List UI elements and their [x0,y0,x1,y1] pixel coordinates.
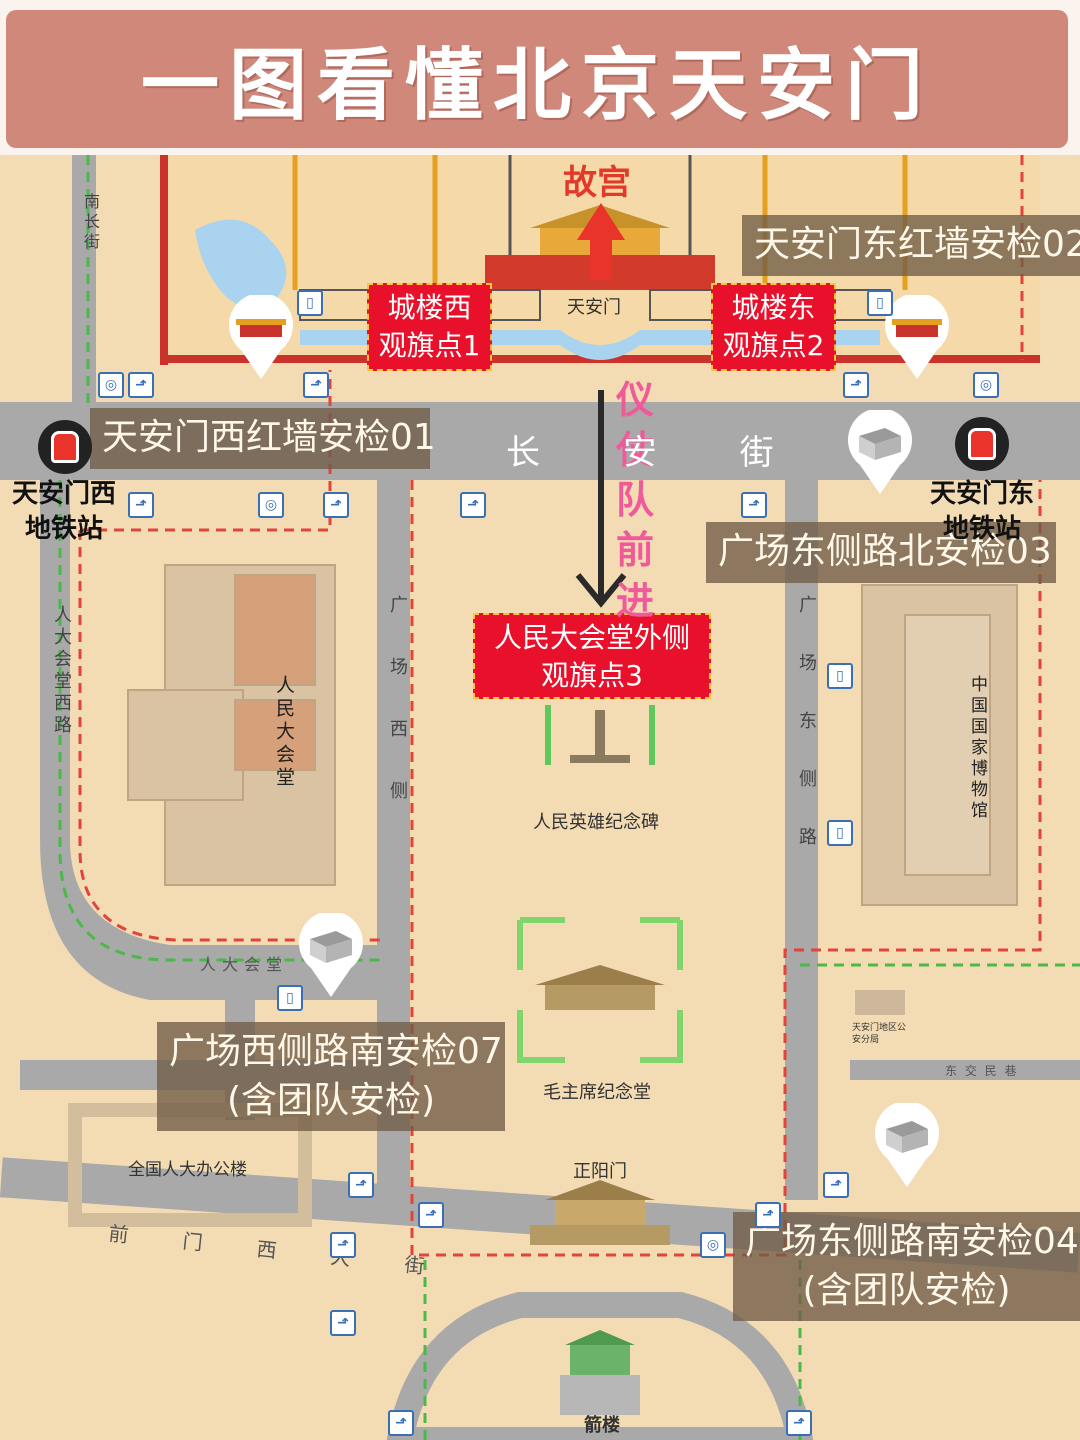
great-hall-label: 人民大会堂 [273,675,295,790]
subway-east-line1: 天安门东 [929,479,1034,509]
dongjiaomin-label: 东 交 民 巷 [945,1064,1019,1078]
viewpoint-3[interactable]: 人民大会堂外侧 观旗点3 [473,613,711,699]
checkpoint-04[interactable]: 广场东侧路南安检04 (含团队安检) [733,1212,1080,1322]
bus-icon[interactable]: ◎ [973,372,999,398]
viewpoint-2[interactable]: 城楼东 观旗点2 [711,283,836,371]
subway-west-line2: 地铁站 [24,514,103,545]
wc-icon[interactable]: ▯ [297,290,323,316]
escalator-icon[interactable]: ⬏ [843,372,869,398]
dahuitang-road-label: 人大会堂 [200,955,289,974]
dahuitang-west-label: 人大会堂西路 [51,605,72,737]
subway-west-label: 天安门西 地铁站 [4,477,124,547]
viewpoint-1-line2: 观旗点1 [378,328,481,362]
march-label: 仪仗队前进 [616,378,655,623]
tiananmen-label: 天安门 [567,297,621,318]
escalator-icon[interactable]: ⬏ [348,1172,374,1198]
subway-icon[interactable] [955,417,1009,471]
wc-icon[interactable]: ▯ [867,290,893,316]
square-east-label: 广场东侧路 [796,595,817,885]
escalator-icon[interactable]: ⬏ [460,492,486,518]
wc-icon[interactable]: ▯ [827,820,853,846]
escalator-icon[interactable]: ⬏ [755,1202,781,1228]
changan-label: 长 安 街 [506,433,810,473]
gate-pin-icon[interactable] [882,293,952,381]
viewpoint-2-line1: 城楼东 [731,291,816,324]
museum-building [861,584,1018,906]
bus-icon[interactable]: ◎ [258,492,284,518]
checkpoint-07[interactable]: 广场西侧路南安检07 (含团队安检) [157,1022,505,1132]
checkpoint-07-line1: 广场西侧路南安检07 [169,1031,503,1072]
police-label: 天安门地区公安分局 [852,1023,907,1045]
red-wall-west [160,155,168,365]
escalator-icon[interactable]: ⬏ [388,1410,414,1436]
gate-pin-icon[interactable] [226,293,296,381]
monument-label: 人民英雄纪念碑 [533,812,659,833]
checkpoint-04-line1: 广场东侧路南安检04 [745,1221,1079,1262]
checkpoint-01[interactable]: 天安门西红墙安检01 [90,408,436,469]
bus-icon[interactable]: ◎ [98,372,124,398]
jianlou-label: 箭楼 [584,1415,620,1436]
arrow-up-icon [577,203,625,280]
forbidden-city-label: 故宫 [563,163,631,203]
page-title: 一图看懂北京天安门 [140,41,933,131]
checkpoint-04-line2: (含团队安检) [802,1269,1011,1311]
escalator-icon[interactable]: ⬏ [323,492,349,518]
lake [195,219,287,308]
building-pin-icon[interactable] [296,911,366,999]
escalator-icon[interactable]: ⬏ [330,1232,356,1258]
escalator-icon[interactable]: ⬏ [418,1202,444,1228]
viewpoint-3-line1: 人民大会堂外侧 [493,621,690,654]
escalator-icon[interactable]: ⬏ [330,1310,356,1336]
subway-icon[interactable] [38,420,92,474]
wc-icon[interactable]: ▯ [277,985,303,1011]
building-pin-icon[interactable] [872,1101,942,1189]
wc-icon[interactable]: ▯ [827,663,853,689]
mausoleum-label: 毛主席纪念堂 [543,1082,651,1103]
map[interactable]: 故宫 天安门 城楼西 观旗点1 城楼东 观旗点2 人民大会堂外侧 观旗点3 仪仗… [0,155,1080,1440]
escalator-icon[interactable]: ⬏ [303,372,329,398]
subway-east-line2: 地铁站 [942,514,1021,545]
subway-west-line1: 天安门西 [11,479,116,509]
viewpoint-1[interactable]: 城楼西 观旗点1 [367,283,492,371]
building-pin-icon[interactable] [845,408,915,496]
viewpoint-3-line2: 观旗点3 [541,658,643,692]
viewpoint-1-line1: 城楼西 [387,291,472,324]
arrow-down-icon [575,573,627,608]
checkpoint-03[interactable]: 广场东侧路北安检03 [706,522,1056,583]
escalator-icon[interactable]: ⬏ [786,1410,812,1436]
npc-office-label: 全国人大办公楼 [128,1160,247,1180]
escalator-icon[interactable]: ⬏ [128,492,154,518]
escalator-icon[interactable]: ⬏ [128,372,154,398]
checkpoint-02[interactable]: 天安门东红墙安检02 [742,215,1080,276]
museum-label: 中国国家博物馆 [967,675,987,822]
checkpoint-07-line2: (含团队安检) [226,1079,436,1121]
great-hall-building [127,564,336,886]
square-east-road [785,480,818,1200]
square-west-label: 广场西侧 [387,595,408,843]
escalator-icon[interactable]: ⬏ [741,492,767,518]
subway-east-label: 天安门东 地铁站 [922,477,1042,547]
viewpoint-2-line2: 观旗点2 [722,328,825,362]
zhengyangmen-label: 正阳门 [573,1161,627,1182]
bus-icon[interactable]: ◎ [700,1232,726,1258]
escalator-icon[interactable]: ⬏ [823,1172,849,1198]
nanchang-label: 南长街 [81,193,100,253]
title-banner: 一图看懂北京天安门 [6,10,1068,148]
